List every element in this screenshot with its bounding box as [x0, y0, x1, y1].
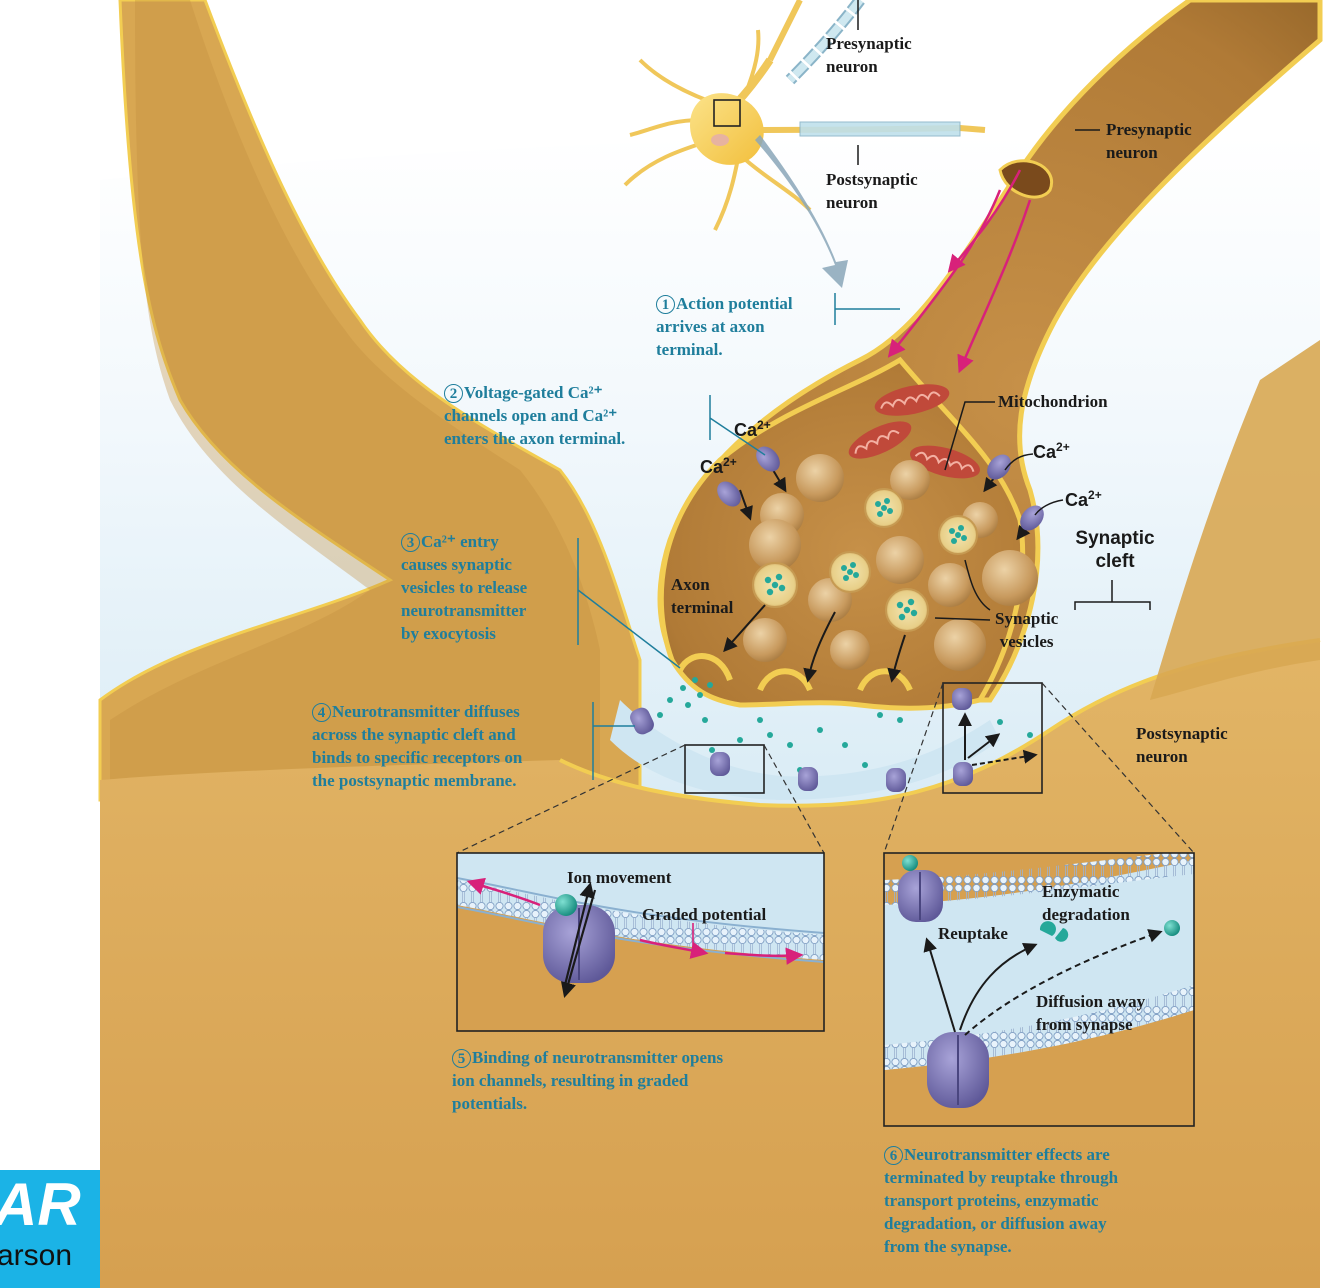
receptor-icon: [630, 688, 973, 792]
label-ion-movement: Ion movement: [567, 868, 672, 887]
label-postsynaptic-right: Postsynaptic neuron: [1136, 724, 1228, 766]
label-synaptic-vesicles: Synaptic vesicles: [995, 609, 1059, 651]
inset-1-frame: [456, 852, 825, 1032]
ion-label-3: Ca2+: [1033, 440, 1070, 462]
termination-arrows-small: [958, 712, 1038, 766]
label-presynaptic-top: Presynaptic neuron: [826, 34, 912, 76]
zoom-box-right: [942, 682, 1043, 794]
neurotransmitter-icon: [657, 677, 1033, 773]
inset-2-frame: [883, 852, 1195, 1127]
axon-cut-end: [998, 159, 1054, 199]
left-dendrite: [98, 0, 642, 802]
ion-label-4: Ca2+: [1065, 488, 1102, 510]
left-dendrite-shade: [110, 0, 600, 780]
logo-small-text: arson: [0, 1239, 73, 1272]
step-leader-lines: [577, 293, 900, 780]
inset-ion-movement: [457, 853, 824, 1031]
inset-termination: [884, 853, 1194, 1126]
ion-label-1: Ca2+: [734, 418, 771, 440]
exocytosis-pits: [677, 653, 913, 692]
label-graded-potential: Graded potential: [642, 905, 767, 924]
label-mitochondrion: Mitochondrion: [998, 392, 1108, 411]
filled-vesicles: [752, 488, 978, 632]
logo-big-text: AR: [0, 1171, 81, 1238]
zoom-lines: [456, 682, 1195, 854]
label-enzymatic-degradation: Enzymatic degradation: [1042, 882, 1130, 924]
label-presynaptic-right: Presynaptic neuron: [1106, 120, 1192, 162]
leader-lines: [857, 0, 1151, 621]
vesicle-icon: [743, 454, 1038, 671]
mitochondrion-icon: [848, 384, 980, 479]
label-postsynaptic-top: Postsynaptic neuron: [826, 170, 918, 212]
ion-label-2: Ca2+: [700, 455, 737, 477]
zoom-box-left: [684, 744, 765, 794]
action-potential-arrows: [887, 169, 1032, 374]
cell-body-icon: [623, 0, 986, 288]
right-dendrite: [1150, 340, 1320, 700]
publisher-logo: AR arson: [0, 1170, 100, 1288]
label-diffusion-away: Diffusion away from synapse: [1036, 992, 1146, 1034]
label-axon-terminal: Axon terminal: [671, 575, 734, 617]
label-reuptake: Reuptake: [938, 924, 1008, 943]
label-synaptic-cleft: Synaptic cleft: [1075, 528, 1155, 572]
